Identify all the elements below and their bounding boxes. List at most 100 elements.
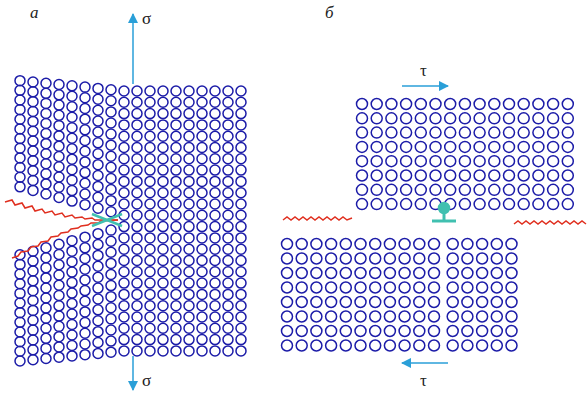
atom bbox=[445, 184, 456, 195]
atom bbox=[459, 99, 470, 110]
atom bbox=[28, 87, 38, 97]
atom bbox=[184, 289, 194, 299]
atom bbox=[401, 199, 412, 210]
atom bbox=[518, 113, 529, 124]
atom bbox=[119, 154, 129, 164]
atom bbox=[41, 323, 51, 333]
atom bbox=[80, 328, 90, 338]
atom bbox=[223, 86, 233, 96]
atom bbox=[184, 301, 194, 311]
atom bbox=[386, 141, 397, 152]
atom bbox=[67, 81, 77, 91]
atom bbox=[184, 131, 194, 141]
atom bbox=[28, 305, 38, 315]
atom bbox=[28, 146, 38, 156]
atom bbox=[210, 346, 220, 356]
atom bbox=[491, 253, 502, 264]
atom bbox=[210, 244, 220, 254]
atom bbox=[236, 143, 246, 153]
atom bbox=[429, 311, 440, 322]
atom bbox=[210, 210, 220, 220]
atom bbox=[445, 156, 456, 167]
atom bbox=[518, 199, 529, 210]
atom bbox=[386, 127, 397, 138]
stress-symbol: σ bbox=[142, 372, 151, 389]
atom bbox=[489, 170, 500, 181]
atom bbox=[171, 131, 181, 141]
atom bbox=[145, 289, 155, 299]
atom bbox=[132, 210, 142, 220]
atom bbox=[462, 326, 473, 337]
atom bbox=[401, 170, 412, 181]
atom bbox=[28, 176, 38, 186]
atom bbox=[414, 311, 425, 322]
atom bbox=[171, 143, 181, 153]
atom bbox=[28, 77, 38, 87]
atom bbox=[132, 301, 142, 311]
atom bbox=[430, 113, 441, 124]
atom bbox=[197, 267, 207, 277]
atom bbox=[132, 289, 142, 299]
atom bbox=[80, 200, 90, 210]
atom bbox=[93, 229, 103, 239]
atom bbox=[54, 291, 64, 301]
atom bbox=[15, 288, 25, 298]
atom bbox=[357, 141, 368, 152]
atom bbox=[236, 267, 246, 277]
atom bbox=[447, 239, 458, 250]
atom bbox=[429, 268, 440, 279]
atom bbox=[41, 139, 51, 149]
atom bbox=[28, 116, 38, 126]
atom bbox=[518, 170, 529, 181]
atom bbox=[132, 176, 142, 186]
atom bbox=[106, 151, 116, 161]
atom bbox=[371, 113, 382, 124]
atom bbox=[477, 311, 488, 322]
atom bbox=[236, 256, 246, 266]
atom bbox=[355, 268, 366, 279]
atom bbox=[171, 86, 181, 96]
atom bbox=[171, 346, 181, 356]
atom bbox=[184, 86, 194, 96]
atom bbox=[80, 136, 90, 146]
atom bbox=[429, 253, 440, 264]
atom bbox=[54, 311, 64, 321]
atom bbox=[533, 170, 544, 181]
atom bbox=[236, 278, 246, 288]
atom bbox=[506, 239, 517, 250]
atom bbox=[28, 266, 38, 276]
atom bbox=[506, 297, 517, 308]
stress-arrow bbox=[132, 356, 134, 390]
atom bbox=[28, 256, 38, 266]
atom bbox=[223, 199, 233, 209]
atom bbox=[41, 273, 51, 283]
atom bbox=[106, 107, 116, 117]
atom bbox=[54, 141, 64, 151]
atom bbox=[282, 311, 293, 322]
atom bbox=[145, 335, 155, 345]
atom bbox=[197, 312, 207, 322]
atom bbox=[28, 126, 38, 136]
atom bbox=[210, 86, 220, 96]
atom bbox=[386, 156, 397, 167]
atom bbox=[282, 326, 293, 337]
atom bbox=[210, 301, 220, 311]
atom bbox=[236, 199, 246, 209]
atom bbox=[158, 131, 168, 141]
atom bbox=[210, 109, 220, 119]
atom bbox=[357, 184, 368, 195]
atom bbox=[504, 113, 515, 124]
atom bbox=[340, 297, 351, 308]
atom bbox=[106, 185, 116, 195]
atom bbox=[171, 188, 181, 198]
atom bbox=[41, 263, 51, 273]
atom bbox=[326, 239, 337, 250]
atom bbox=[197, 256, 207, 266]
atom bbox=[80, 125, 90, 135]
atom bbox=[197, 165, 207, 175]
atom bbox=[210, 335, 220, 345]
atom bbox=[399, 326, 410, 337]
atom bbox=[41, 149, 51, 159]
atom bbox=[106, 207, 116, 217]
